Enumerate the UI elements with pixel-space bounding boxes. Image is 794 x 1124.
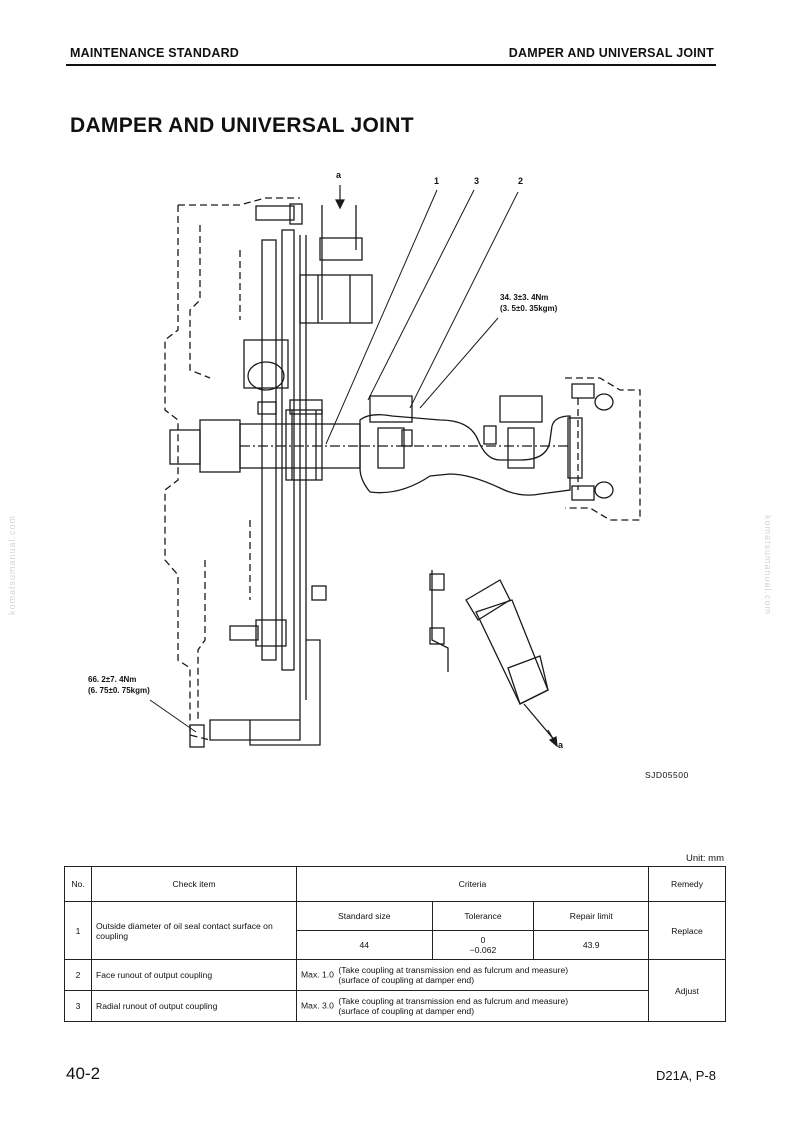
running-header-right: DAMPER AND UNIVERSAL JOINT: [508, 46, 714, 60]
running-header-left: MAINTENANCE STANDARD: [70, 46, 240, 60]
subheader-standard-size: Standard size: [296, 901, 433, 931]
subheader-tolerance: Tolerance: [431, 901, 535, 931]
callout-leaders: [149, 189, 519, 733]
header-check-item: Check item: [91, 866, 297, 902]
page-number: 40-2: [66, 1064, 101, 1083]
page-title: DAMPER AND UNIVERSAL JOINT: [70, 114, 414, 137]
table-row-values: 44 0 −0.062 43.9: [65, 930, 726, 960]
table-row: 3 Radial runout of output coupling Max. …: [64, 990, 726, 1022]
table-row: 1 Outside diameter of oil seal contact s…: [64, 901, 726, 960]
header-rule: [66, 64, 716, 66]
header-no: No.: [64, 866, 92, 902]
transmission-housing: [565, 377, 641, 521]
view-arrow-bottom: [547, 729, 558, 748]
table-unit: Unit: mm: [686, 853, 724, 864]
damper-plates: [209, 229, 321, 746]
universal-joint: [359, 395, 571, 496]
view-arrow-label-bottom: a: [558, 740, 564, 750]
drawing-number: SJD05500: [645, 770, 689, 780]
tolerance-cell: 0 −0.062: [431, 930, 535, 960]
torque-spec-bolt-2: 34. 3±3. 4Nm (3. 5±0. 35kgm): [500, 293, 558, 313]
header-remedy: Remedy: [648, 866, 726, 902]
transmission-bolts: [567, 383, 614, 501]
detail-view: [429, 570, 557, 743]
torque-spec-mounting-bolt: 66. 2±7. 4Nm (6. 75±0. 75kgm): [88, 675, 150, 695]
housing-outline: [164, 197, 300, 741]
view-arrow-top: [335, 185, 345, 210]
callout-3: 3: [474, 176, 480, 186]
criteria-cell: Max. 1.0 (Take coupling at transmission …: [296, 959, 649, 991]
criteria-cell: Max. 3.0 (Take coupling at transmission …: [296, 990, 649, 1022]
watermark-left: komatsumanual.com: [7, 514, 18, 616]
callout-2: 2: [518, 176, 524, 186]
watermark-right: komatsumanual.com: [763, 514, 774, 616]
upper-pipe: [255, 203, 373, 324]
model-reference: D21A, P-8: [656, 1068, 716, 1083]
callout-1: 1: [434, 176, 440, 186]
center-assembly: [169, 339, 361, 748]
table-row: 2 Face runout of output coupling Max. 1.…: [64, 959, 726, 1022]
header-criteria: Criteria: [296, 866, 649, 902]
subheader-repair-limit: Repair limit: [533, 901, 649, 931]
view-arrow-label-top: a: [336, 170, 342, 180]
maintenance-standard-table: No. Check item Criteria Remedy 1 Outside…: [64, 866, 726, 1022]
